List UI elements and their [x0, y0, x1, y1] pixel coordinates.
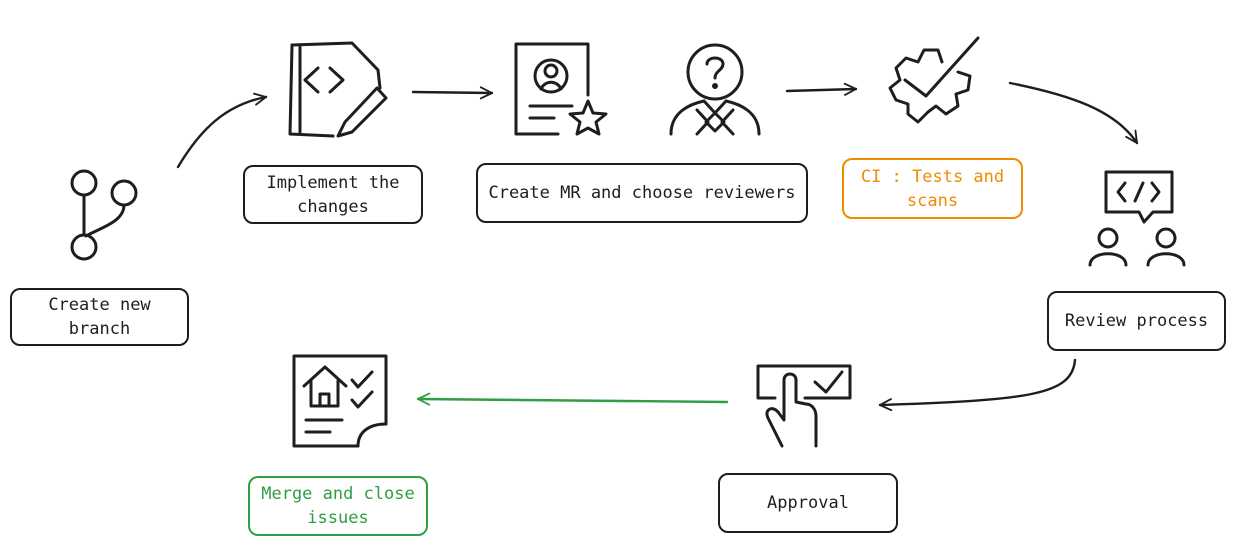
step-implement-changes-label: Implement the changes — [266, 172, 400, 217]
question-person-icon — [669, 43, 761, 136]
arrow-reviewer-to-ci — [785, 82, 858, 96]
gear-check-icon — [888, 36, 980, 124]
step-approval: Approval — [718, 473, 898, 533]
arrow-ci-to-review — [1008, 81, 1139, 145]
step-merge-close: Merge and close issues — [248, 476, 428, 536]
step-create-branch: Create new branch — [10, 288, 189, 346]
arrow-review-to-approval — [878, 358, 1077, 412]
step-create-mr: Create MR and choose reviewers — [476, 163, 808, 223]
step-merge-close-label: Merge and close issues — [261, 484, 415, 528]
step-approval-label: Approval — [767, 493, 849, 513]
profile-document-star-icon — [514, 42, 608, 136]
step-review-process: Review process — [1047, 291, 1226, 351]
code-review-people-icon — [1088, 170, 1186, 267]
step-create-mr-label: Create MR and choose reviewers — [488, 183, 796, 203]
code-file-pencil-icon — [288, 41, 388, 138]
house-checklist-document-icon — [292, 354, 388, 448]
arrow-approval-to-merge — [416, 392, 729, 406]
step-ci-tests: CI : Tests and scans — [842, 158, 1023, 219]
step-ci-tests-label: CI : Tests and scans — [860, 166, 1005, 211]
arrow-implement-to-mr — [411, 86, 494, 100]
step-create-branch-label: Create new branch — [48, 295, 151, 339]
git-branch-icon — [70, 169, 138, 261]
step-review-process-label: Review process — [1064, 311, 1209, 331]
arrow-branch-to-implement — [176, 92, 268, 169]
step-implement-changes: Implement the changes — [243, 165, 423, 224]
hand-touch-check-icon — [756, 364, 852, 448]
